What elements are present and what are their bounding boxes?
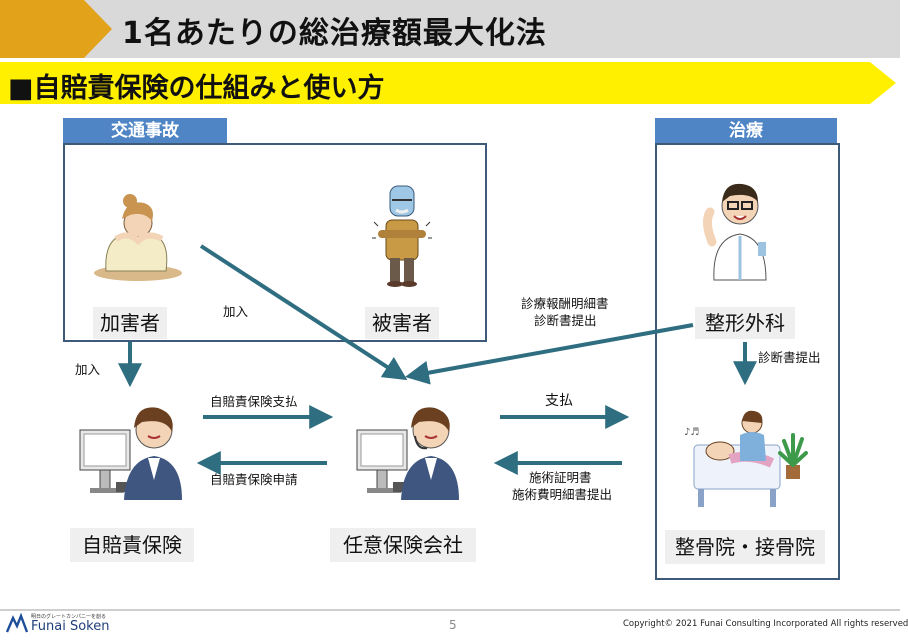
perpetrator-illustration xyxy=(94,194,182,281)
logo-name: Funai Soken xyxy=(31,619,110,634)
page-number: 5 xyxy=(449,618,457,632)
accident-panel-header: 交通事故 xyxy=(63,118,227,144)
label-treatment-docs-1: 施術証明書 xyxy=(529,470,592,485)
label-treatment-docs-2: 施術費明細書提出 xyxy=(512,487,613,502)
label-medical-docs-1: 診療報酬明細書 xyxy=(521,296,609,311)
bonesetter-clinic-illustration: ♪♬ xyxy=(684,410,808,507)
label-join-diagonal: 加入 xyxy=(223,304,249,319)
node-victim: 被害者 xyxy=(365,307,439,339)
label-cmi-application: 自賠責保険申請 xyxy=(210,472,298,487)
treatment-panel-header: 治療 xyxy=(655,118,837,144)
node-orthopedics: 整形外科 xyxy=(695,307,795,339)
title-bar xyxy=(0,0,900,58)
node-voluntary-insurer: 任意保険会社 xyxy=(330,528,476,562)
footer-divider xyxy=(0,609,900,611)
copyright-text: Copyright© 2021 Funai Consulting Incorpo… xyxy=(623,619,908,629)
label-cmi-payment: 自賠責保険支払 xyxy=(210,394,298,409)
logo-tagline: 明日のグレートカンパニーを創る xyxy=(31,614,107,620)
label-payment: 支払 xyxy=(545,393,573,409)
section-subtitle: ■自賠責保険の仕組みと使い方 xyxy=(8,73,385,104)
subtitle-bar xyxy=(0,62,896,104)
victim-illustration xyxy=(372,185,432,287)
svg-text:♪♬: ♪♬ xyxy=(684,427,699,438)
title-chevron-shape xyxy=(0,0,112,58)
node-bonesetter: 整骨院・接骨院 xyxy=(665,530,825,564)
cmi-staff-illustration xyxy=(79,407,182,500)
page-title: 1名あたりの総治療額最大化法 xyxy=(122,16,547,51)
node-cmi-insurance: 自賠責保険 xyxy=(70,528,194,562)
insurer-staff-illustration xyxy=(356,407,459,500)
label-join-down: 加入 xyxy=(75,362,101,377)
label-medical-docs-2: 診断書提出 xyxy=(534,313,597,328)
node-perpetrator: 加害者 xyxy=(93,307,167,339)
doctor-illustration xyxy=(702,183,767,281)
funai-logo-icon xyxy=(5,612,29,633)
label-diagnosis-submit: 診断書提出 xyxy=(758,350,821,365)
